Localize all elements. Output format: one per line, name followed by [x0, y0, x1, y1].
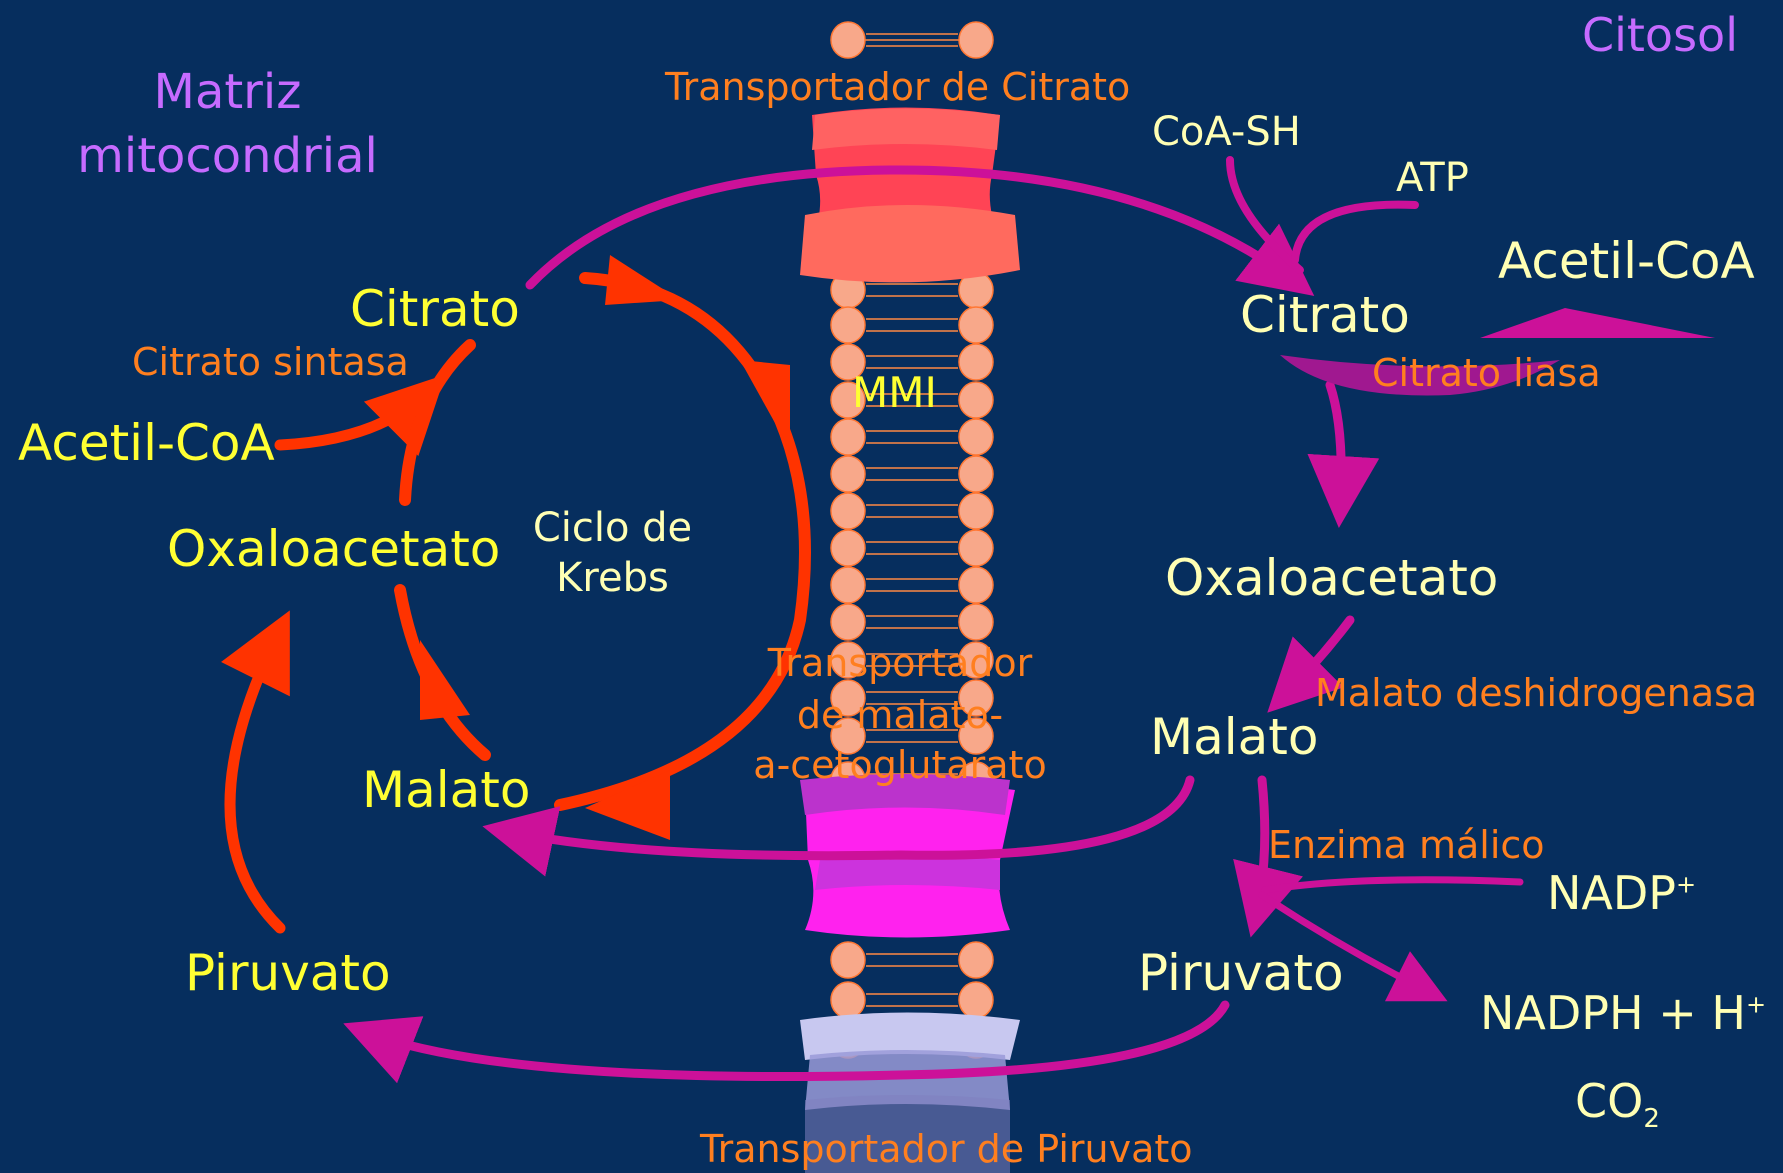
lipid-head	[831, 456, 865, 492]
cytosol-label: Citosol	[1582, 12, 1738, 58]
malate-to-oxaloacetate-arc	[400, 590, 485, 755]
citrate-transporter-label: Transportador de Citrato	[665, 68, 1130, 106]
lipid-head	[959, 942, 993, 978]
lipid-head	[831, 307, 865, 343]
lipid-head	[831, 493, 865, 529]
matrix-malate: Malato	[362, 765, 531, 815]
citrate-synthase-label: Citrato sintasa	[132, 343, 409, 381]
matrix-oxaloacetate: Oxaloacetato	[167, 524, 500, 574]
lipid-head	[831, 419, 865, 455]
lipid-head	[831, 22, 865, 58]
citrate-lyase-label: Citrato liasa	[1372, 354, 1601, 392]
nadph-base: NADPH + H	[1480, 986, 1746, 1040]
lipid-head	[959, 419, 993, 455]
arrowhead-top	[605, 255, 680, 305]
acetylcoa-to-citrate-arrow	[280, 390, 430, 445]
atp-label: ATP	[1396, 158, 1469, 198]
nadp-superscript: +	[1676, 871, 1696, 899]
lipid-head	[959, 456, 993, 492]
lipid-head	[959, 604, 993, 640]
lipid-head	[831, 567, 865, 603]
nadp-arrow	[1265, 880, 1520, 890]
lipid-head	[831, 530, 865, 566]
pyruvate-transporter-label: Transportador de Piruvato	[700, 1130, 1193, 1168]
matrix-pyruvate: Piruvato	[185, 948, 391, 998]
lipid-head	[959, 493, 993, 529]
nadph-superscript: +	[1746, 991, 1766, 1019]
nadp-label: NADP+	[1547, 870, 1696, 916]
co2-label: CO2	[1575, 1078, 1660, 1132]
lipid-head	[831, 604, 865, 640]
matrix-label-line2: mitocondrial	[70, 132, 385, 180]
lipid-head	[959, 982, 993, 1018]
lipid-head	[959, 530, 993, 566]
citrate-transporter-shape	[800, 108, 1020, 283]
malate-transporter-label-line3: a-cetoglutarato	[735, 746, 1065, 784]
cytosol-oxaloacetate: Oxaloacetato	[1165, 553, 1498, 603]
matrix-acetyl-coa: Acetil-CoA	[18, 418, 275, 468]
co2-subscript: 2	[1643, 1104, 1660, 1134]
matrix-citrate: Citrato	[350, 284, 520, 334]
cytosol-malate: Malato	[1150, 712, 1319, 762]
malate-dehydrogenase-label: Malato deshidrogenasa	[1315, 674, 1757, 712]
atp-arrow	[1295, 205, 1415, 260]
lipid-head	[959, 567, 993, 603]
malate-transporter-label-line2: de malato-	[735, 696, 1065, 734]
malic-enzyme-label: Enzima málico	[1268, 826, 1545, 864]
cytosol-acetyl-coa: Acetil-CoA	[1498, 236, 1755, 286]
lipid-head	[959, 307, 993, 343]
pyruvate-to-oxaloacetate-arrow	[230, 630, 280, 928]
nadph-label: NADPH + H+	[1480, 990, 1766, 1036]
pyruvate-import-arrow	[360, 1005, 1225, 1077]
matrix-label-line1: Matriz	[95, 68, 360, 116]
cytosol-citrate: Citrato	[1240, 290, 1410, 340]
lipid-head	[831, 982, 865, 1018]
lipid-head	[959, 382, 993, 418]
coa-sh-label: CoA-SH	[1152, 112, 1301, 152]
oxaloacetate-to-citrate-arc	[405, 345, 470, 500]
arrowhead-right	[740, 360, 790, 450]
membrane-label: MMI	[852, 372, 937, 414]
nadp-base: NADP	[1547, 866, 1676, 920]
acetylcoa-output-arrowhead	[1480, 308, 1715, 338]
cytosol-pyruvate: Piruvato	[1138, 948, 1344, 998]
krebs-cycle-label-line1: Ciclo de	[520, 508, 705, 548]
lipid-head	[959, 344, 993, 380]
coa-sh-arrow	[1230, 160, 1300, 270]
citrate-to-oxaloacetate-arrow	[1330, 385, 1341, 510]
arrowhead-left	[420, 640, 470, 720]
malate-transporter-label-line1: Transportador	[735, 644, 1065, 682]
krebs-cycle-label-line2: Krebs	[520, 558, 705, 598]
lipid-head	[959, 22, 993, 58]
co2-base: CO	[1575, 1074, 1643, 1128]
lipid-head	[831, 942, 865, 978]
